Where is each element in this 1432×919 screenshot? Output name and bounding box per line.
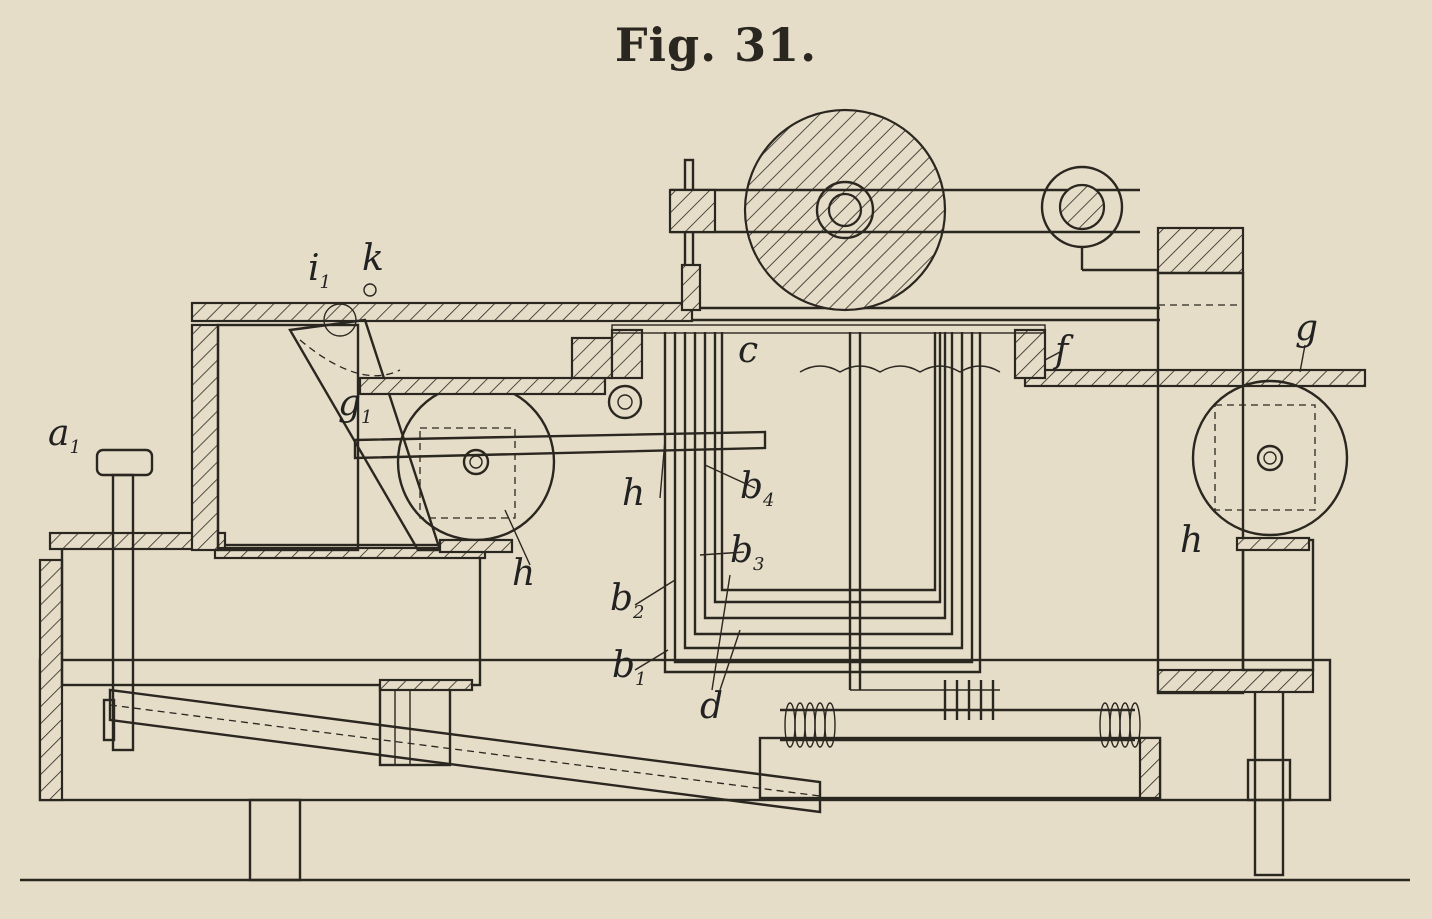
label-h-right: h (1180, 520, 1203, 561)
label-h-lower: h (512, 553, 535, 594)
label-b2: b (610, 578, 633, 619)
label-b1-sub: 1 (635, 669, 646, 690)
label-d: d (700, 686, 723, 727)
label-b2-sub: 2 (632, 602, 644, 623)
left-tank (60, 543, 482, 687)
svg-text:i1: i1 (308, 248, 331, 293)
spring-right (1099, 702, 1141, 748)
label-b4-sub: 4 (762, 490, 774, 511)
label-b3-sub: 3 (753, 554, 764, 575)
rod-a1 (111, 473, 135, 752)
roller-h-upper (396, 382, 556, 542)
label-c: c (738, 330, 758, 371)
label-a: a (48, 413, 69, 454)
right-column (1156, 271, 1245, 695)
figure-title: Fig. 31. (614, 18, 818, 72)
labels: a1 i1 k g1 c f g h h h b4 b3 b2 b1 d (48, 238, 1318, 727)
svg-text:b1: b1 (612, 645, 647, 690)
label-i-sub: 1 (320, 272, 331, 293)
wedge-g1 (288, 318, 442, 552)
nested-tubes (663, 332, 1000, 691)
label-b1: b (612, 645, 635, 686)
label-g-right: g (1295, 308, 1318, 349)
diagonal-lever (108, 688, 822, 814)
label-g-left: g (338, 383, 361, 424)
label-f: f (1052, 330, 1074, 371)
svg-text:b3: b3 (730, 530, 765, 575)
label-a-sub: 1 (69, 437, 80, 458)
label-k: k (362, 238, 384, 279)
svg-text:g1: g1 (338, 383, 373, 428)
left-foot (248, 798, 302, 882)
spring-left (784, 702, 836, 748)
label-g-left-sub: 1 (361, 407, 372, 428)
label-b3: b (730, 530, 753, 571)
label-h-upper: h (622, 473, 645, 514)
roller-h-right (1191, 379, 1349, 537)
svg-text:b4: b4 (740, 466, 775, 511)
svg-text:a1: a1 (48, 413, 81, 458)
svg-text:b2: b2 (610, 578, 645, 623)
label-i: i (308, 248, 320, 289)
right-leg (1253, 688, 1285, 877)
